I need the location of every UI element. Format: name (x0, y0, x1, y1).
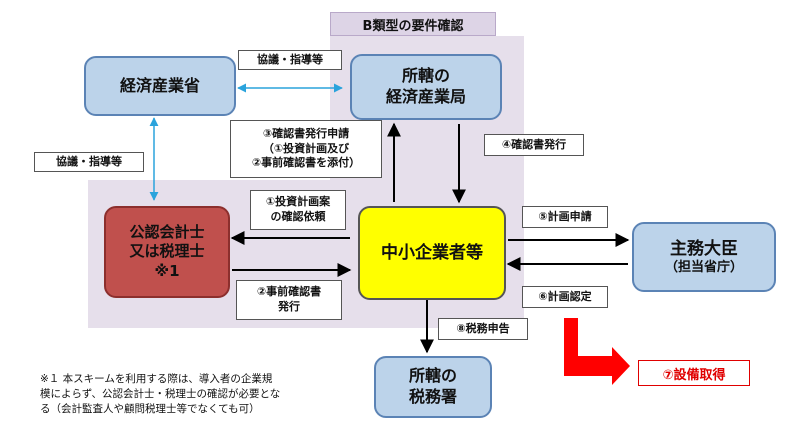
meti-label: 経済産業省 (119, 75, 200, 95)
consult-left-text: 協議・指導等 (56, 154, 122, 168)
footnote: ※１ 本スキームを利用する際は、導入者の企業規 模によらず、公認会計士・税理士の… (40, 372, 360, 418)
bureau-node: 所轄の 経済産業局 (350, 54, 502, 120)
step3-text-line2: （①投資計画及び (262, 141, 350, 155)
accountant-node: 公認会計士 又は税理士 ※1 (104, 206, 230, 298)
sme-node: 中小企業者等 (358, 206, 506, 300)
step3-label: ③確認書発行申請 （①投資計画及び ②事前確認書を添付） (230, 120, 382, 178)
step5-text: ⑤計画申請 (538, 209, 592, 223)
accountant-label-line1: 公認会計士 (129, 222, 205, 241)
minister-label-line1: 主務大臣 (670, 238, 738, 259)
bureau-label-line1: 所轄の (401, 66, 450, 86)
step2-text-line2: 発行 (278, 300, 300, 313)
step4-label: ④確認書発行 (484, 134, 584, 156)
consult-left-label: 協議・指導等 (34, 152, 144, 172)
step5-label: ⑤計画申請 (522, 206, 608, 228)
region-title: B類型の要件確認 (330, 12, 496, 36)
tax-office-label-line2: 税務署 (408, 387, 457, 406)
step6-label: ⑥計画認定 (522, 286, 608, 308)
step7-label: ⑦設備取得 (638, 360, 750, 386)
step2-text-line1: ②事前確認書 (256, 285, 322, 299)
step3-text-line3: ②事前確認書を添付） (251, 156, 361, 170)
step6-text: ⑥計画認定 (538, 289, 592, 303)
footnote-line3: る（会計監査人や顧問税理士等でなくても可） (40, 403, 260, 416)
meti-node: 経済産業省 (84, 56, 236, 116)
step1-text-line2: の確認依頼 (270, 210, 326, 223)
footnote-line1: ※１ 本スキームを利用する際は、導入者の企業規 (40, 373, 273, 385)
tax-office-label-line1: 所轄の (408, 366, 457, 386)
step1-label: ①投資計画案 の確認依頼 (250, 190, 346, 230)
acquire-arrow (564, 318, 630, 385)
step1-text-line1: ①投資計画案 (265, 195, 331, 209)
step2-label: ②事前確認書 発行 (236, 280, 342, 320)
accountant-label-line3: ※1 (154, 261, 180, 280)
step4-text: ④確認書発行 (501, 137, 567, 151)
step7-text: ⑦設備取得 (662, 367, 726, 383)
bureau-label-line2: 経済産業局 (385, 87, 466, 106)
step8-text: ⑧税務申告 (456, 321, 510, 335)
accountant-label-line2: 又は税理士 (129, 242, 205, 261)
consult-top-text: 協議・指導等 (257, 52, 323, 66)
minister-label-line2: （担当省庁） (664, 259, 743, 275)
footnote-line2: 模によらず、公認会計士・税理士の確認が必要とな (40, 388, 281, 401)
step8-label: ⑧税務申告 (438, 318, 528, 340)
step3-text-line1: ③確認書発行申請 (262, 126, 350, 140)
tax-office-node: 所轄の 税務署 (374, 356, 492, 418)
minister-node: 主務大臣 （担当省庁） (632, 222, 776, 292)
sme-label: 中小企業者等 (381, 242, 483, 263)
consult-top-label: 協議・指導等 (238, 50, 342, 70)
